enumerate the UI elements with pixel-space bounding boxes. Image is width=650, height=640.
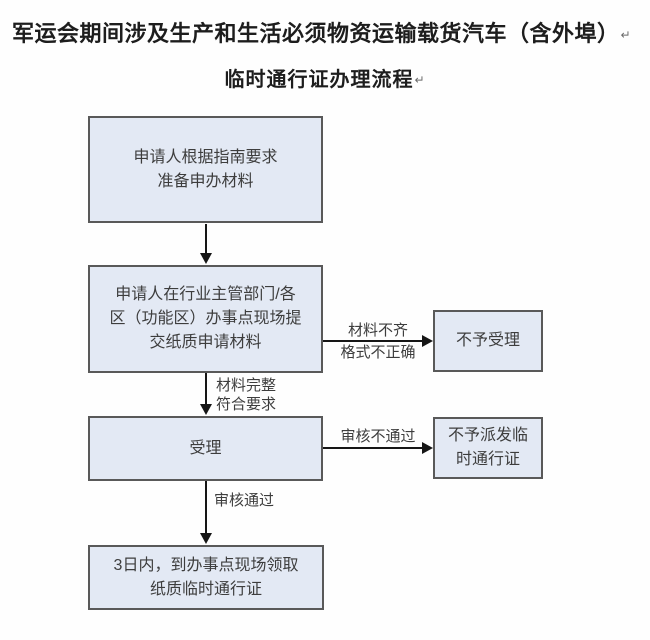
arrowhead-right-icon: [422, 442, 433, 454]
flow-node-no-permit-issued: 不予派发临 时通行证: [433, 417, 543, 479]
node-text-line: 受理: [189, 439, 222, 457]
node-text-line: 区（功能区）办事点现场提: [109, 310, 302, 327]
arrowhead-down-icon: [200, 533, 212, 544]
edge-label-line: 材料完整: [216, 377, 277, 394]
node-text-line: 纸质临时通行证: [149, 580, 262, 598]
connector-submit-to-accept: [205, 373, 207, 407]
flow-node-accept: 受理: [88, 416, 323, 481]
edge-label-materials-complete: 材料完整 符合要求: [216, 376, 276, 414]
node-text-line: 准备申办材料: [157, 172, 254, 190]
edge-label-line: 符合要求: [216, 396, 277, 413]
node-text-line: 时通行证: [455, 451, 520, 468]
connector-prepare-to-submit: [205, 224, 207, 256]
flow-node-submit-application: 申请人在行业主管部门/各 区（功能区）办事点现场提 交纸质申请材料: [88, 265, 323, 373]
connector-accept-to-collect: [205, 481, 207, 536]
flow-node-not-accepted: 不予受理: [433, 310, 543, 372]
flow-node-collect-permit: 3日内，到办事点现场领取 纸质临时通行证: [88, 545, 324, 610]
connector-submit-to-reject: [323, 340, 424, 342]
page-title-text2: 临时通行证办理流程: [224, 69, 414, 91]
arrowhead-right-icon: [422, 335, 433, 347]
edge-label-format-incorrect: 格式不正确: [340, 344, 416, 361]
paragraph-mark-icon: ↵: [620, 28, 632, 42]
edge-label-review-fail: 审核不通过: [340, 428, 416, 445]
node-text-line: 申请人根据指南要求: [133, 148, 278, 166]
flow-node-prepare-materials: 申请人根据指南要求 准备申办材料: [88, 116, 323, 223]
node-text-line: 申请人在行业主管部门/各: [115, 286, 296, 303]
edge-label-review-pass: 审核通过: [214, 492, 275, 509]
edge-label-materials-incomplete: 材料不齐: [347, 322, 408, 339]
arrowhead-down-icon: [200, 253, 212, 264]
page-title-line2: 临时通行证办理流程↵: [0, 63, 650, 92]
node-text-line: 不予派发临: [447, 427, 528, 444]
paragraph-mark-icon: ↵: [414, 73, 426, 87]
node-text-line: 交纸质申请材料: [149, 334, 262, 351]
page-title-text1: 军运会期间涉及生产和生活必须物资运输载货汽车（含外埠）: [12, 21, 620, 46]
arrowhead-down-icon: [200, 404, 212, 415]
node-text-line: 不予受理: [455, 332, 520, 349]
connector-accept-to-no-issue: [323, 447, 424, 449]
node-text-line: 3日内，到办事点现场领取: [113, 556, 299, 574]
page-title-line1: 军运会期间涉及生产和生活必须物资运输载货汽车（含外埠）↵: [12, 16, 642, 48]
